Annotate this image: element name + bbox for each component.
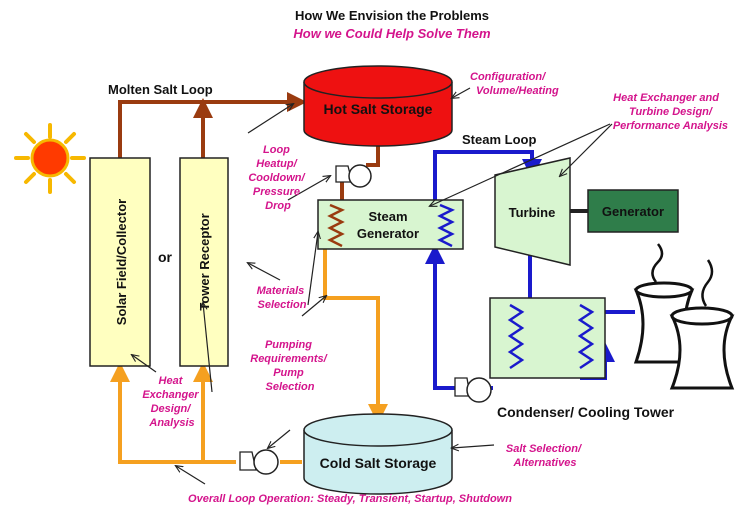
steam-coil — [437, 203, 456, 248]
sun-icon — [14, 123, 86, 194]
page-title: How We Envision the Problems — [295, 8, 489, 23]
hx-turbine-note: Heat Exchanger and Turbine Design/ Perfo… — [613, 92, 728, 132]
hx-design-note: Heat Exchanger Design/ Analysis — [142, 375, 201, 429]
generator-label: Generator — [602, 204, 664, 219]
overall-operation-note: Overall Loop Operation: Steady, Transien… — [188, 493, 512, 505]
pumping-note: Pumping Requirements/ Pump Selection — [250, 339, 329, 393]
solar-field-collector — [89, 157, 151, 367]
molten-salt-loop-label: Molten Salt Loop — [108, 82, 213, 97]
turbine-label: Turbine — [509, 205, 556, 220]
cold-salt-storage — [303, 413, 453, 495]
materials-note: Materials Selection — [257, 285, 308, 311]
pump-icon — [454, 377, 492, 403]
hot-coil — [327, 203, 346, 248]
steam-loop-label: Steam Loop — [462, 132, 536, 147]
steam-generator-label-1: Steam — [368, 209, 407, 224]
tower-receptor-label: Tower Receptor — [197, 213, 212, 310]
pump-icon — [335, 164, 372, 188]
condenser-label: Condenser/ Cooling Tower — [497, 404, 675, 420]
hot-salt-storage — [303, 65, 453, 147]
generator — [587, 189, 679, 233]
turbine — [494, 157, 571, 266]
config-note: Configuration/ Volume/Heating — [470, 71, 559, 97]
cold-salt-piping — [110, 249, 388, 464]
pump-icon — [239, 449, 279, 475]
tower-receptor — [179, 157, 229, 367]
steam-generator — [317, 199, 464, 250]
condenser-coil-left — [507, 303, 525, 370]
page-subtitle: How we Could Help Solve Them — [293, 26, 491, 41]
hot-salt-storage-label: Hot Salt Storage — [324, 101, 433, 117]
salt-selection-note: Salt Selection/ Alternatives — [506, 443, 584, 469]
cold-salt-storage-label: Cold Salt Storage — [320, 455, 437, 471]
annotation-pointers — [132, 87, 613, 485]
cooling-tower-icon — [669, 259, 735, 390]
or-text: or — [158, 249, 173, 265]
loop-heatup-note: Loop Heatup/ Cooldown/ Pressure Drop — [248, 144, 307, 212]
steam-generator-label-2: Generator — [357, 226, 419, 241]
solar-field-label: Solar Field/Collector — [114, 199, 129, 325]
condenser-coil-right — [577, 303, 595, 370]
